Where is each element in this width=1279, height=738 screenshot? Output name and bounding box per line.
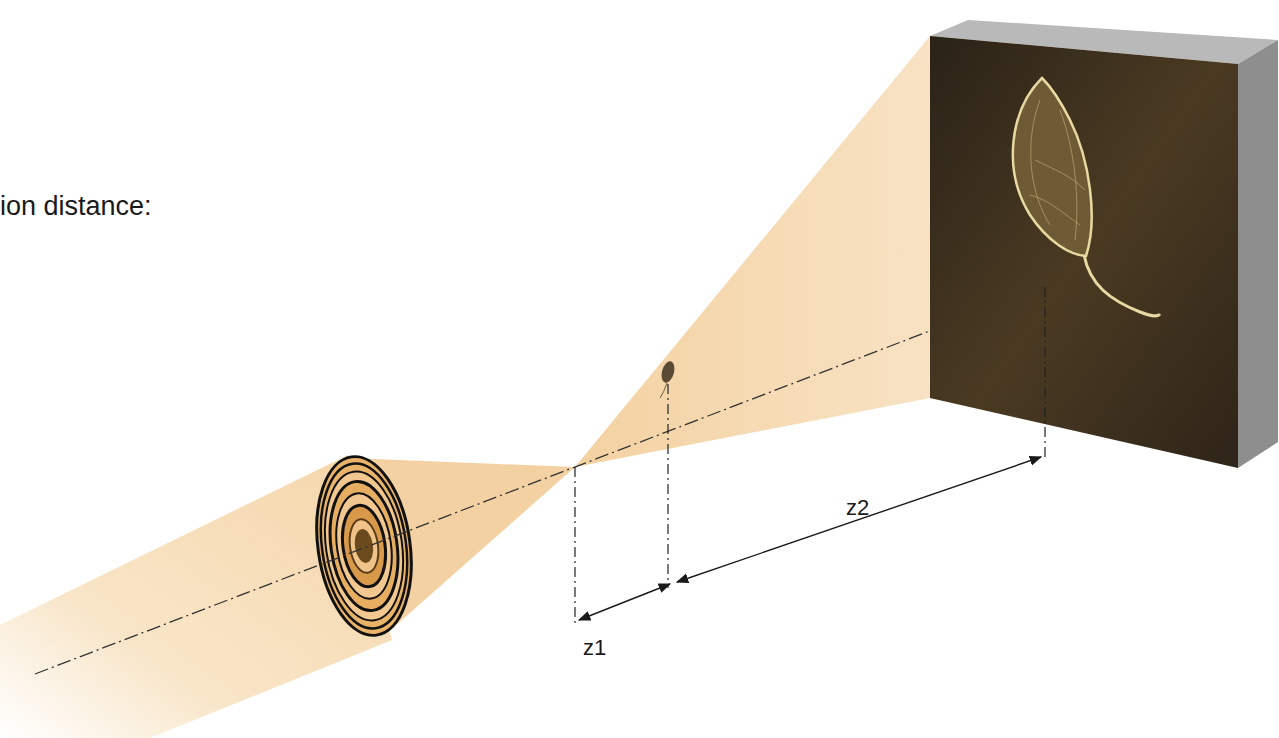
z1-dimension-arrow xyxy=(579,584,670,620)
dimension-label: z1 xyxy=(583,636,606,660)
diverging-cone xyxy=(575,36,1238,467)
detector xyxy=(930,20,1278,468)
dimension-label: z2 xyxy=(846,496,869,520)
dimension-extension-lines xyxy=(575,287,1045,626)
z2-dimension-arrow xyxy=(677,457,1041,582)
heading-fragment: ion distance: xyxy=(0,192,152,222)
zone-plate xyxy=(306,450,422,641)
